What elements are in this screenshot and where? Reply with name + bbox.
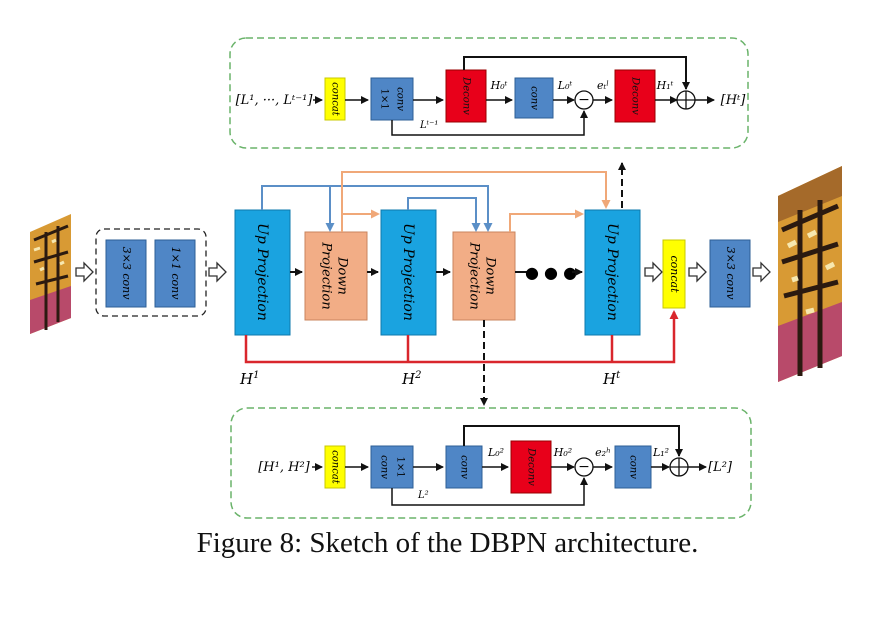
down-projection-2-line2: Projection [467,241,482,309]
down-projection-1 [304,231,368,321]
top-conv1x1-block [370,77,414,121]
feature-extraction-frame [95,228,207,317]
bottom-l1-label: L₁² [652,446,669,459]
main-conv1x1-block [154,239,196,308]
main-hollow-arrows [75,261,771,283]
top-h1-label: H₁ᵗ [656,79,674,92]
top-l0-label: L₀ᵗ [557,79,573,92]
top-panel-frame [229,37,749,149]
up-projection-2-label: Up Projection [400,223,416,321]
figure-caption: Figure 8: Sketch of the DBPN architectur… [196,527,699,559]
up-projection-1-label: Up Projection [254,223,270,321]
top-deconv2-block [614,69,656,123]
top-lt-label: Lᵗ⁻¹ [419,120,438,131]
top-concat-block [324,77,346,121]
top-conv1x1-bottom: conv [395,87,406,111]
main-conv1x1-label: 1×1 conv [169,247,182,301]
bottom-conv-b-label: conv [628,455,639,479]
bottom-e-label: e₂ʰ [595,446,611,459]
bottom-input-label: [H¹, H²] [258,460,310,475]
up-projection-t [584,209,641,336]
continuation-dots: ● ● ● [525,263,577,282]
bottom-panel-frame [230,407,752,519]
top-h0-label: H₀ᵗ [490,79,508,92]
butterfly-input-image [30,214,71,334]
top-input-label: [L¹, ···, Lᵗ⁻¹] [236,93,314,108]
down-projection-1-line2: Projection [319,241,334,309]
down-projection-1-line1: Down [335,256,350,295]
up-projection-t-label: Up Projection [604,223,620,321]
ht-label: Ht [602,370,621,388]
top-conv1x1-top: 1×1 [379,88,390,109]
bottom-output-label: [L²] [708,460,733,475]
main-conv3x3-block [105,239,147,308]
bottom-minus-sign: − [578,459,590,475]
bottom-conv1x1-top: 1×1 [395,456,406,477]
top-output-label: [Hᵗ] [721,93,747,108]
bottom-deconv-label: Deconv [526,447,537,486]
top-minus-sign: − [578,92,590,108]
butterfly-output-image [778,166,842,382]
top-conv-label: conv [529,86,540,110]
top-conv-block [514,77,554,119]
bottom-conv-a-label: conv [459,455,470,479]
main-conv3x3-label: 3×3 conv [120,247,133,301]
main-output-conv-label: 3×3 conv [724,247,737,301]
top-concat-label: concat [330,82,341,117]
main-concat-label: concat [668,255,681,293]
main-concat-block [662,239,686,309]
bottom-lt-label: L² [417,490,429,501]
main-output-conv-block [709,239,751,308]
top-deconv1-label: Deconv [461,76,472,115]
bottom-concat-label: concat [330,450,341,485]
down-projection-2 [452,231,516,321]
h1-label: H1 [239,370,259,388]
bottom-l0-label: L₀² [487,446,504,459]
up-projection-2 [380,209,437,336]
top-deconv1-block [445,69,487,123]
bottom-conv1x1-bottom: conv [379,455,390,479]
up-projection-1 [234,209,291,336]
bottom-h0-label: H₀² [553,446,572,459]
top-deconv2-label: Deconv [630,76,641,115]
bottom-conv1x1-block [370,445,414,489]
h2-label: H2 [401,370,421,388]
bottom-conv-b-block [614,445,652,489]
top-e-label: eₜˡ [597,79,609,92]
down-projection-2-line1: Down [483,256,498,295]
